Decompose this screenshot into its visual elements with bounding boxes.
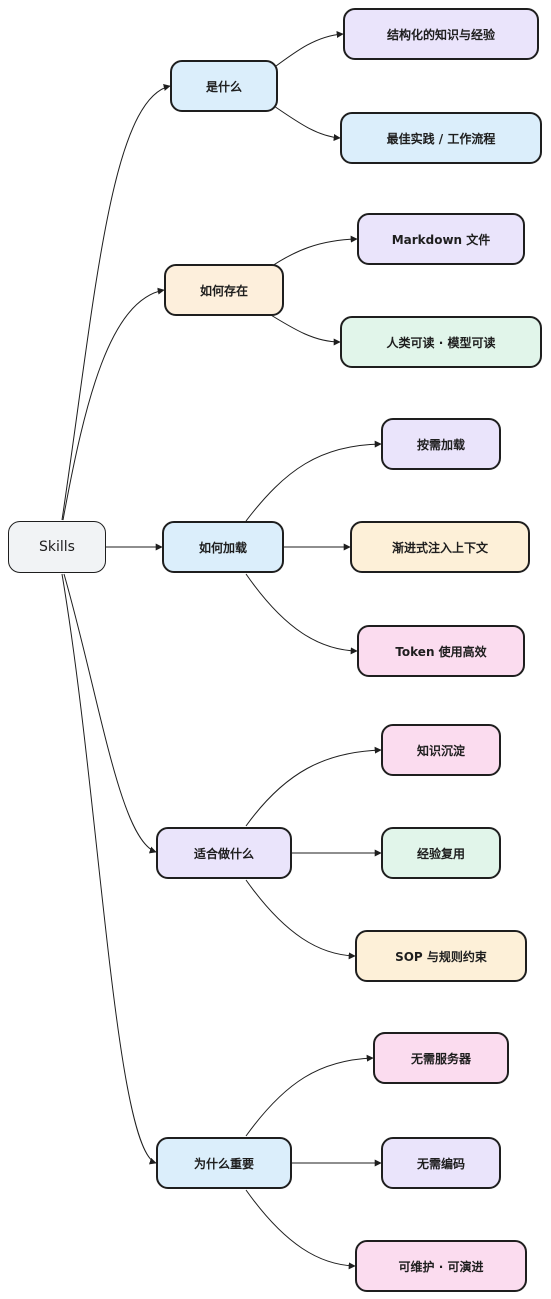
branch-node-how-load[interactable]: 如何加载 bbox=[162, 521, 284, 573]
leaf-node-structured-knowledge[interactable]: 结构化的知识与经验 bbox=[343, 8, 539, 60]
leaf-node-sop-rules[interactable]: SOP 与规则约束 bbox=[355, 930, 527, 982]
branch-node-what[interactable]: 是什么 bbox=[170, 60, 278, 112]
edge-root-b4 bbox=[61, 573, 157, 1165]
leaf-node-markdown-file[interactable]: Markdown 文件 bbox=[357, 213, 525, 265]
leaf-node-best-practice[interactable]: 最佳实践 / 工作流程 bbox=[340, 112, 542, 164]
leaf-node-maintainable[interactable]: 可维护 · 可演进 bbox=[355, 1240, 527, 1292]
leaf-node-no-coding[interactable]: 无需编码 bbox=[381, 1137, 501, 1189]
leaf-node-experience-reuse[interactable]: 经验复用 bbox=[381, 827, 501, 879]
root-node[interactable]: Skills bbox=[8, 521, 106, 573]
edge-root-b1 bbox=[62, 287, 165, 521]
leaf-node-no-server[interactable]: 无需服务器 bbox=[373, 1032, 509, 1084]
edge-b1-c0 bbox=[265, 235, 358, 271]
edge-b4-c2 bbox=[245, 1189, 356, 1270]
leaf-node-token-efficient[interactable]: Token 使用高效 bbox=[357, 625, 525, 677]
branch-node-why-important[interactable]: 为什么重要 bbox=[156, 1137, 292, 1189]
leaf-node-knowledge-precipitation[interactable]: 知识沉淀 bbox=[381, 724, 501, 776]
edge-root-b3 bbox=[63, 573, 157, 854]
edge-b3-c0 bbox=[245, 746, 382, 827]
edge-b1-c1 bbox=[265, 311, 341, 346]
edge-b3-c2 bbox=[245, 879, 356, 960]
branch-node-how-exist[interactable]: 如何存在 bbox=[164, 264, 284, 316]
edge-root-b0 bbox=[61, 84, 171, 521]
edge-b0-c0 bbox=[267, 30, 344, 73]
leaf-node-on-demand[interactable]: 按需加载 bbox=[381, 418, 501, 470]
edge-b2-c2 bbox=[245, 573, 358, 655]
branch-node-suitable-for[interactable]: 适合做什么 bbox=[156, 827, 292, 879]
edge-b0-c1 bbox=[267, 101, 341, 141]
leaf-node-progressive-injection[interactable]: 渐进式注入上下文 bbox=[350, 521, 530, 573]
edge-b2-c0 bbox=[245, 440, 382, 522]
leaf-node-readable[interactable]: 人类可读 · 模型可读 bbox=[340, 316, 542, 368]
edge-b4-c0 bbox=[245, 1054, 374, 1137]
